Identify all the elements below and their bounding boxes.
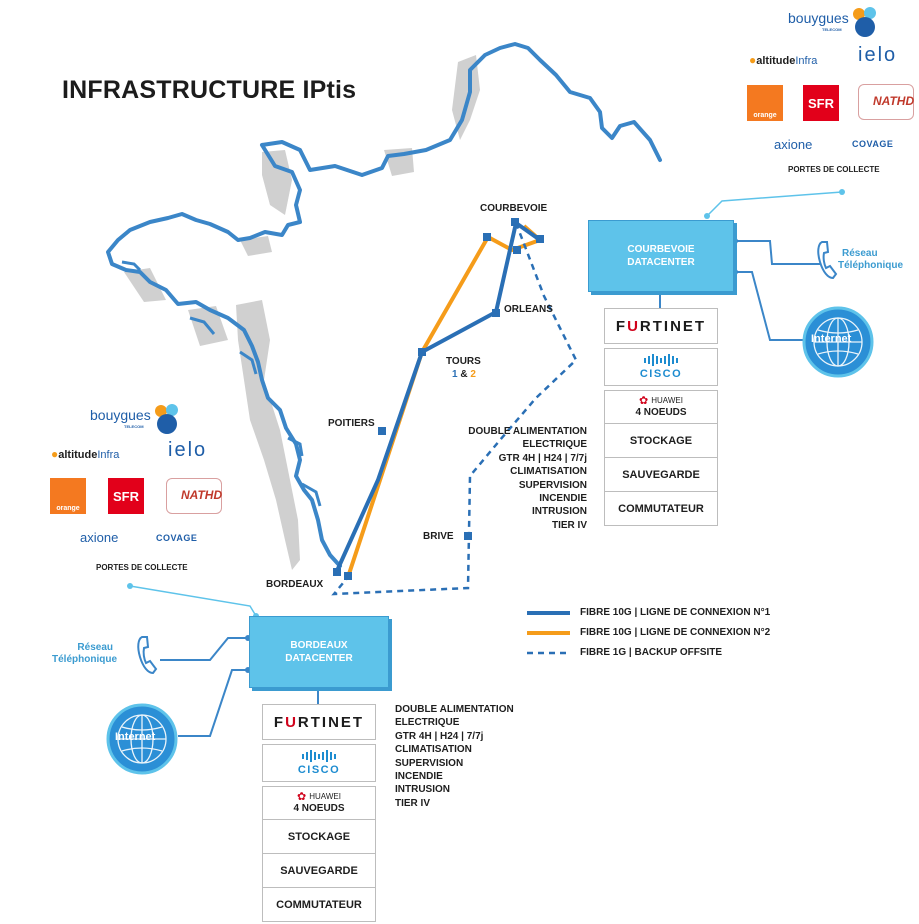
sfr-logo: SFR: [803, 85, 839, 121]
city-label-brive: BRIVE: [423, 531, 454, 542]
city-label-orleans: ORLEANS: [504, 304, 553, 315]
coast-detail: [189, 316, 216, 335]
ielo-logo: ielo: [858, 44, 898, 66]
fortinet-box: FURTINET: [604, 308, 718, 344]
orange-logo: orange: [747, 85, 783, 121]
internet-globe-left: Internet: [106, 703, 178, 775]
dc-connector-portes: [706, 191, 843, 217]
city-label-tours: TOURS: [446, 356, 481, 367]
dc-connector-internet-b: [178, 669, 248, 737]
fortinet-logo: FURTINET: [273, 713, 365, 731]
backup-line: [331, 222, 578, 596]
city-nodes: [333, 218, 544, 580]
feature-item: SUPERVISION: [395, 757, 464, 769]
cisco-logo: CISCO: [640, 354, 682, 380]
stockage-box-b: STOCKAGE: [262, 820, 376, 854]
huawei-icon: ✿: [297, 791, 307, 803]
feature-item: INTRUSION: [395, 784, 450, 796]
axione-logo-left: axione: [80, 530, 119, 545]
covage-logo: COVAGE: [852, 139, 894, 149]
dc-connector-phone: [735, 240, 820, 265]
city-label-bordeaux: BORDEAUX: [266, 579, 324, 590]
huawei-box: ✿HUAWEI 4 NOEUDS: [604, 390, 718, 424]
feature-item: INCENDIE: [539, 493, 587, 505]
legend-label-3: FIBRE 1G | BACKUP OFFSITE: [580, 647, 723, 658]
cisco-box-b: CISCO: [262, 744, 376, 782]
feature-item: INCENDIE: [395, 771, 443, 783]
feature-item: TIER IV: [551, 519, 587, 531]
coast-detail: [121, 260, 142, 272]
cisco-box: CISCO: [604, 348, 718, 386]
fibre-line-1: [334, 221, 542, 574]
reseau-label-left: Réseau Téléphonique: [52, 642, 117, 665]
fortinet-logo: FURTINET: [615, 317, 707, 335]
coast-detail: [301, 482, 322, 507]
courbevoie-features: DOUBLE ALIMENTATION ELECTRIQUE GTR 4H | …: [450, 425, 587, 532]
internet-globe: Internet: [802, 306, 874, 378]
portes-de-collecte-label: PORTES DE COLLECTE: [788, 165, 880, 174]
covage-logo-left: COVAGE: [156, 533, 198, 543]
feature-item: SUPERVISION: [518, 479, 587, 491]
cisco-logo: CISCO: [298, 750, 340, 776]
fortinet-box-b: FURTINET: [262, 704, 376, 740]
tours-numbers: 1 & 2: [452, 369, 476, 380]
altitude-logo-left: ●altitudeInfra: [51, 447, 120, 461]
phone-icon: [816, 240, 840, 280]
portes-de-collecte-label-left: PORTES DE COLLECTE: [96, 563, 188, 572]
feature-item: ELECTRIQUE: [395, 717, 460, 729]
dc-connector-portes-b: [129, 585, 257, 617]
bouygues-logo-left: bouygues TELECOM: [90, 403, 210, 437]
commutateur-box: COMMUTATEUR: [604, 492, 718, 526]
legend-label-2: FIBRE 10G | LIGNE DE CONNEXION N°2: [580, 627, 771, 638]
coast-detail: [239, 350, 258, 375]
altitude-logo: ●altitudeInfra: [749, 53, 818, 67]
feature-item: CLIMATISATION: [510, 466, 587, 478]
commutateur-box-b: COMMUTATEUR: [262, 888, 376, 922]
nathd-logo-left: NATHD: [166, 478, 222, 514]
courbevoie-datacenter: COURBEVOIE DATACENTER: [588, 220, 734, 292]
feature-item: TIER IV: [395, 797, 431, 809]
bordeaux-features: DOUBLE ALIMENTATION ELECTRIQUE GTR 4H | …: [395, 703, 514, 810]
city-label-courbevoie: COURBEVOIE: [480, 203, 548, 214]
axione-logo: axione: [774, 137, 813, 152]
coastline: [106, 42, 662, 568]
reseau-label: Réseau Téléphonique: [838, 248, 903, 271]
sauvegarde-box: SAUVEGARDE: [604, 458, 718, 492]
coast-shadow: [124, 55, 480, 570]
feature-item: CLIMATISATION: [395, 744, 472, 756]
bordeaux-datacenter: BORDEAUX DATACENTER: [249, 616, 389, 688]
feature-item: INTRUSION: [532, 506, 587, 518]
dc-connector-phone-b: [160, 637, 248, 661]
page-title: INFRASTRUCTURE IPtis: [62, 76, 357, 104]
feature-item: GTR 4H | H24 | 7/7j: [395, 730, 484, 742]
coast-detail: [287, 436, 304, 457]
nathd-logo: NATHD: [858, 84, 914, 120]
city-label-poitiers: POITIERS: [328, 418, 375, 429]
stockage-box: STOCKAGE: [604, 424, 718, 458]
bouygues-logo: bouygues TELECOM: [788, 6, 908, 40]
feature-item: GTR 4H | H24 | 7/7j: [498, 452, 587, 464]
dc-connector-internet: [735, 271, 808, 341]
orange-logo-left: orange: [50, 478, 86, 514]
sfr-logo-left: SFR: [108, 478, 144, 514]
phone-icon-left: [136, 634, 160, 676]
huawei-box-b: ✿HUAWEI 4 NOEUDS: [262, 786, 376, 820]
huawei-icon: ✿: [639, 395, 649, 407]
ielo-logo-left: ielo: [168, 439, 208, 461]
sauvegarde-box-b: SAUVEGARDE: [262, 854, 376, 888]
feature-item: DOUBLE ALIMENTATION: [395, 704, 514, 715]
legend-label-1: FIBRE 10G | LIGNE DE CONNEXION N°1: [580, 607, 771, 618]
feature-item: DOUBLE ALIMENTATION: [468, 426, 587, 437]
feature-item: ELECTRIQUE: [522, 439, 587, 451]
